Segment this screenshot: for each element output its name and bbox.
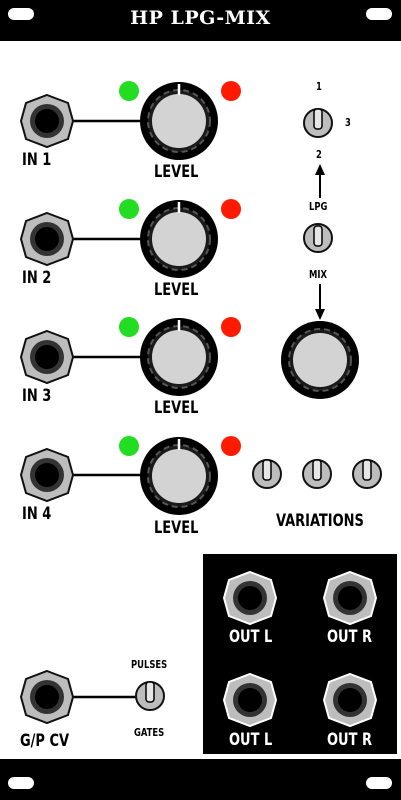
led-green-1 <box>119 81 139 101</box>
mount-hole-bottom-right <box>366 777 392 789</box>
led-green-2 <box>119 199 139 219</box>
level-label-3: LEVEL <box>154 398 199 418</box>
out-r-label-top: OUT R <box>327 627 373 647</box>
out-r-jack-bottom[interactable] <box>322 672 378 728</box>
level-label-2: LEVEL <box>154 280 199 300</box>
input-label-3: IN 3 <box>22 386 52 406</box>
input-jack-3[interactable] <box>19 329 75 385</box>
gp-cv-label: G/P CV <box>20 731 70 751</box>
mode-pos2-label: 2 <box>316 148 322 161</box>
gp-cv-jack[interactable] <box>19 669 75 725</box>
led-red-3 <box>221 317 241 337</box>
out-l-label-top: OUT L <box>229 627 273 647</box>
input-jack-2[interactable] <box>19 211 75 267</box>
pulses-gates-switch[interactable] <box>135 678 165 712</box>
variations-label: VARIATIONS <box>276 511 364 531</box>
input-jack-1[interactable] <box>19 93 75 149</box>
variation-switch-1[interactable] <box>252 456 282 490</box>
level-knob-1[interactable] <box>139 81 219 161</box>
out-r-label-bottom: OUT R <box>327 730 373 750</box>
pulses-label: PULSES <box>131 658 168 671</box>
mount-hole-top-left <box>8 8 34 20</box>
led-red-2 <box>221 199 241 219</box>
mix-knob[interactable] <box>280 320 360 400</box>
input-label-1: IN 1 <box>22 150 52 170</box>
mix-label: MIX <box>309 268 327 281</box>
level-knob-4[interactable] <box>139 436 219 516</box>
out-l-label-bottom: OUT L <box>229 730 273 750</box>
input-label-2: IN 2 <box>22 268 52 288</box>
variation-switch-3[interactable] <box>352 456 382 490</box>
input-jack-4[interactable] <box>19 447 75 503</box>
input-label-4: IN 4 <box>22 504 52 524</box>
led-red-1 <box>221 81 241 101</box>
level-knob-2[interactable] <box>139 199 219 279</box>
led-green-4 <box>119 436 139 456</box>
level-knob-3[interactable] <box>139 317 219 397</box>
mount-hole-top-right <box>366 8 392 20</box>
lpg-label: LPG <box>309 200 328 213</box>
variation-switch-2[interactable] <box>302 456 332 490</box>
mode-pos3-label: 3 <box>345 116 351 129</box>
mode-toggle-switch[interactable] <box>303 105 333 139</box>
level-label-1: LEVEL <box>154 162 199 182</box>
led-red-4 <box>221 436 241 456</box>
level-label-4: LEVEL <box>154 518 199 538</box>
out-r-jack-top[interactable] <box>322 570 378 626</box>
led-green-3 <box>119 317 139 337</box>
module-title: HP LPG-MIX <box>130 7 271 29</box>
lpg-mix-toggle-switch[interactable] <box>303 220 333 254</box>
mode-pos1-label: 1 <box>316 80 322 93</box>
gates-label: GATES <box>134 726 165 739</box>
mount-hole-bottom-left <box>8 777 34 789</box>
out-l-jack-top[interactable] <box>222 570 278 626</box>
out-l-jack-bottom[interactable] <box>222 672 278 728</box>
